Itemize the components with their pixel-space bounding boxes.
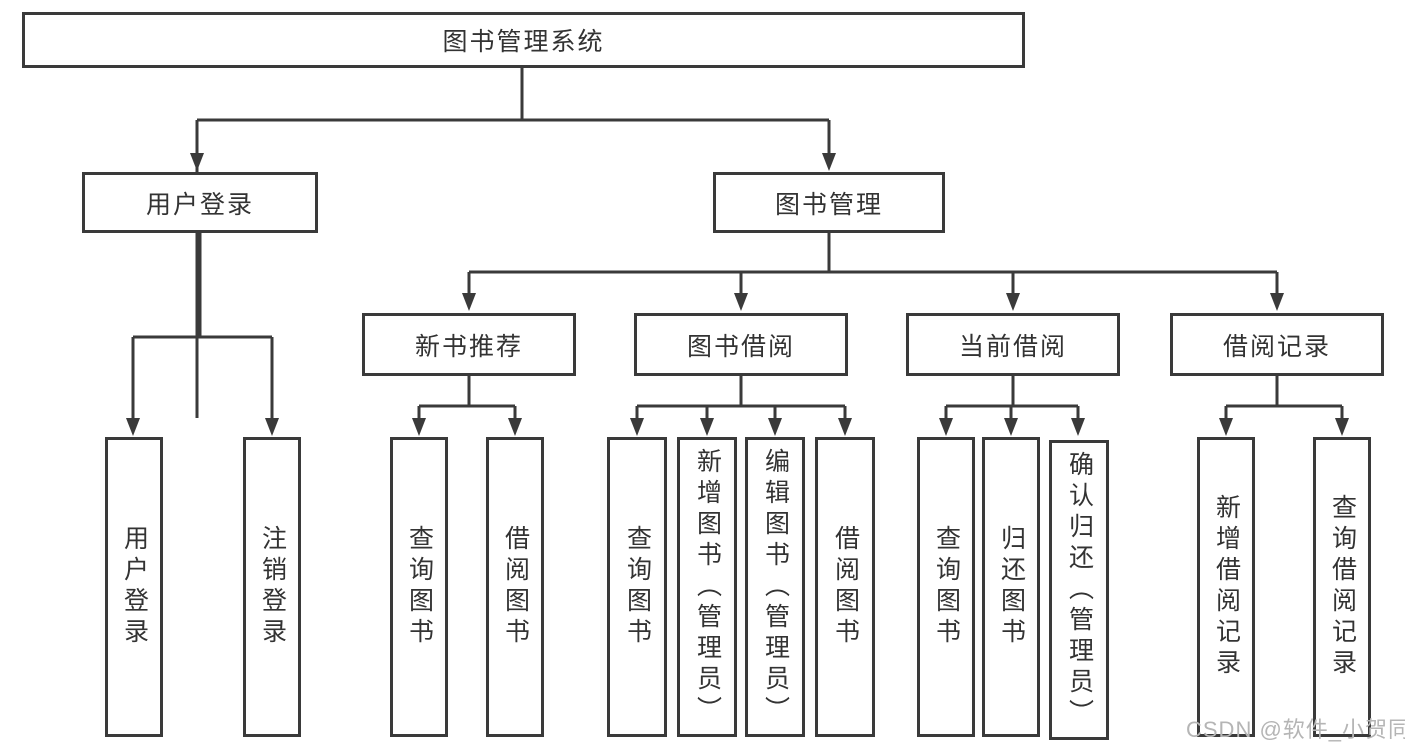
node-book-borrowing: 图书借阅 — [634, 313, 848, 376]
leaf-query-books-recommend: 查询图书 — [390, 437, 448, 737]
node-book-borrowing-label: 图书借阅 — [686, 332, 795, 361]
connector-new-book-recommend-leaves — [412, 376, 522, 436]
leaf-query-books-recommend-label: 查询图书 — [405, 525, 434, 649]
node-library-system-label: 图书管理系统 — [442, 28, 605, 56]
leaf-confirm-return-admin-label: 确认归还（管理员） — [1065, 450, 1094, 730]
leaf-borrow-books-borrowing: 借阅图书 — [815, 437, 875, 737]
leaf-user-login: 用户登录 — [105, 437, 163, 737]
leaf-borrow-books-borrowing-label: 借阅图书 — [831, 525, 860, 649]
node-book-management-label: 图书管理 — [774, 190, 883, 219]
connector-current-borrowing-leaves — [939, 376, 1085, 436]
leaf-return-books-label: 归还图书 — [997, 525, 1026, 649]
leaf-edit-books-admin: 编辑图书（管理员） — [745, 437, 805, 737]
leaf-add-books-admin-label: 新增图书（管理员） — [693, 447, 722, 727]
watermark: CSDN @软件_小贺同学 — [1186, 717, 1405, 742]
leaf-logout-label: 注销登录 — [258, 525, 287, 649]
node-new-book-recommend: 新书推荐 — [362, 313, 576, 376]
leaf-edit-books-admin-label: 编辑图书（管理员） — [761, 447, 790, 727]
node-user-login-label: 用户登录 — [145, 190, 254, 219]
node-user-login: 用户登录 — [82, 172, 318, 233]
node-current-borrowing: 当前借阅 — [906, 313, 1120, 376]
connector-book-management-to-level3 — [462, 233, 1284, 311]
connector-book-borrowing-leaves — [630, 376, 852, 436]
leaf-return-books: 归还图书 — [982, 437, 1040, 737]
leaf-user-login-label: 用户登录 — [120, 525, 149, 649]
leaf-query-borrow-record: 查询借阅记录 — [1313, 437, 1371, 737]
leaf-query-books-current: 查询图书 — [917, 437, 975, 737]
leaf-query-books-current-label: 查询图书 — [932, 525, 961, 649]
leaf-confirm-return-admin: 确认归还（管理员） — [1049, 440, 1109, 740]
node-book-management: 图书管理 — [713, 172, 945, 233]
node-new-book-recommend-label: 新书推荐 — [414, 332, 523, 361]
leaf-borrow-books-recommend-label: 借阅图书 — [501, 525, 530, 649]
leaf-query-books-borrowing-label: 查询图书 — [623, 525, 652, 649]
node-borrowing-records: 借阅记录 — [1170, 313, 1384, 376]
leaf-logout: 注销登录 — [243, 437, 301, 737]
leaf-query-borrow-record-label: 查询借阅记录 — [1328, 494, 1357, 680]
leaf-add-borrow-record: 新增借阅记录 — [1197, 437, 1255, 737]
node-borrowing-records-label: 借阅记录 — [1222, 332, 1331, 361]
connector-root-to-level2 — [190, 68, 836, 418]
connector-user-login-subtree — [126, 233, 279, 436]
leaf-borrow-books-recommend: 借阅图书 — [486, 437, 544, 737]
leaf-add-books-admin: 新增图书（管理员） — [677, 437, 737, 737]
leaf-add-borrow-record-label: 新增借阅记录 — [1212, 494, 1241, 680]
node-library-system: 图书管理系统 — [22, 12, 1025, 68]
node-current-borrowing-label: 当前借阅 — [958, 332, 1067, 361]
leaf-query-books-borrowing: 查询图书 — [607, 437, 667, 737]
connector-borrowing-records-leaves — [1219, 376, 1349, 436]
